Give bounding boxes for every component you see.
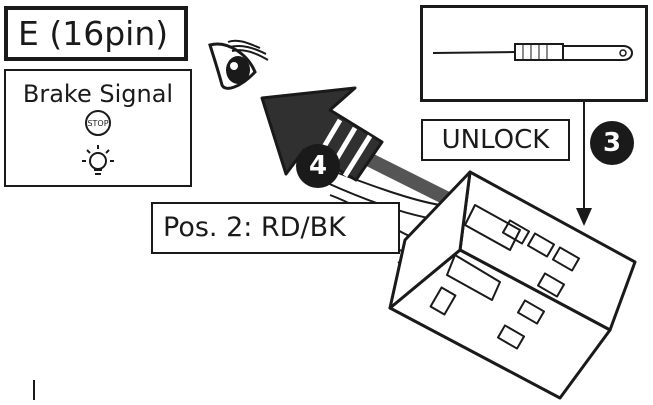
step-4-badge: 4 xyxy=(296,144,340,188)
connector-title: E (16pin) xyxy=(4,6,188,61)
brake-signal-panel: Brake Signal STOP xyxy=(4,69,192,187)
unlock-label: UNLOCK xyxy=(441,125,550,155)
brake-icons: STOP xyxy=(82,110,114,175)
tool-panel xyxy=(420,5,648,102)
brake-signal-label: Brake Signal xyxy=(22,80,174,108)
unlock-arrow xyxy=(576,102,592,226)
svg-text:STOP: STOP xyxy=(87,119,108,128)
position-label: Pos. 2: RD/BK xyxy=(163,212,346,243)
bulb-icon xyxy=(82,145,114,175)
screwdriver-icon xyxy=(432,43,633,61)
connector-title-text: E (16pin) xyxy=(18,14,169,53)
position-label-box: Pos. 2: RD/BK xyxy=(151,202,400,254)
eye-icon xyxy=(208,39,269,90)
stop-icon: STOP xyxy=(85,110,111,136)
step-3-badge: 3 xyxy=(590,121,634,165)
unlock-label-box: UNLOCK xyxy=(421,119,570,161)
connector-icon xyxy=(388,170,637,400)
arrow-icon xyxy=(260,86,384,182)
